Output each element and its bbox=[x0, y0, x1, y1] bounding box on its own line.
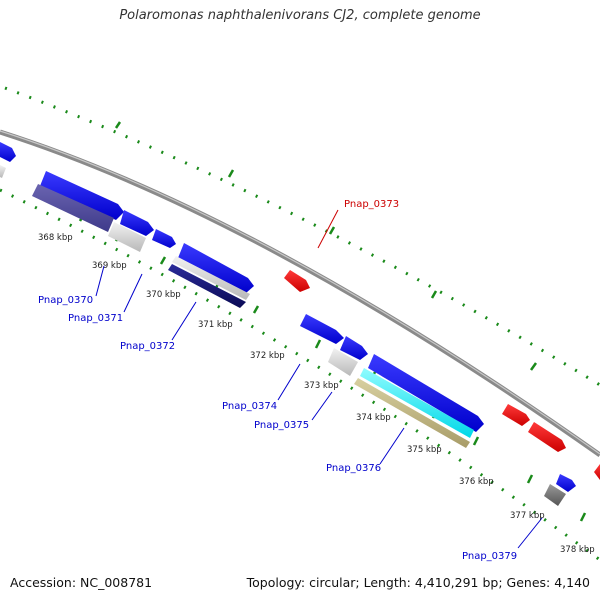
genome-backbone bbox=[0, 129, 600, 458]
scale-label: 372 kbp bbox=[250, 351, 285, 361]
scale-label: 373 kbp bbox=[304, 381, 339, 391]
gene-arrow[interactable] bbox=[594, 464, 600, 480]
genome-summary: Topology: circular; Length: 4,410,291 bp… bbox=[246, 575, 590, 590]
gene-arrow[interactable] bbox=[300, 314, 344, 344]
gene-label-pnap-0379[interactable]: Pnap_0379 bbox=[462, 551, 517, 562]
gene-label-pnap-0370[interactable]: Pnap_0370 bbox=[38, 295, 93, 306]
gene-arrow[interactable] bbox=[340, 336, 368, 360]
reverse-gene-features bbox=[284, 270, 600, 480]
scale-labels: 368 kbp 369 kbp 370 kbp 371 kbp 372 kbp … bbox=[38, 233, 595, 555]
gene-label-pnap-0372[interactable]: Pnap_0372 bbox=[120, 341, 175, 352]
gene-label-pnap-0373[interactable]: Pnap_0373 bbox=[344, 199, 399, 210]
scale-label: 375 kbp bbox=[407, 445, 442, 455]
scale-label: 371 kbp bbox=[198, 320, 233, 330]
scale-label: 374 kbp bbox=[356, 413, 391, 423]
gene-arrow[interactable] bbox=[178, 243, 254, 293]
scale-label: 369 kbp bbox=[92, 261, 127, 271]
callout-lines bbox=[95, 209, 543, 549]
gene-arrow[interactable] bbox=[556, 474, 576, 492]
gene-features bbox=[0, 142, 576, 492]
gene-arrow[interactable] bbox=[0, 165, 6, 178]
scale-label: 370 kbp bbox=[146, 290, 181, 300]
scale-label: 376 kbp bbox=[459, 477, 494, 487]
gene-arrow[interactable] bbox=[40, 171, 124, 220]
gene-labels: Pnap_0370 Pnap_0371 Pnap_0372 Pnap_0373 … bbox=[38, 199, 517, 562]
gene-arrow[interactable] bbox=[0, 142, 16, 162]
gene-arrow[interactable] bbox=[368, 354, 484, 432]
outer-major-ticks bbox=[114, 121, 538, 371]
scale-label: 368 kbp bbox=[38, 233, 73, 243]
accession-label: Accession: NC_008781 bbox=[10, 575, 153, 590]
gene-label-pnap-0374[interactable]: Pnap_0374 bbox=[222, 401, 277, 412]
gene-arrow[interactable] bbox=[502, 404, 530, 426]
gene-arrow[interactable] bbox=[120, 210, 154, 236]
outer-tick-ring bbox=[4, 86, 600, 387]
gene-arrow[interactable] bbox=[528, 422, 566, 452]
gene-label-pnap-0371[interactable]: Pnap_0371 bbox=[68, 313, 123, 324]
inner-scale-ring bbox=[0, 188, 600, 562]
gene-arrow[interactable] bbox=[152, 229, 176, 248]
gene-label-pnap-0375[interactable]: Pnap_0375 bbox=[254, 420, 309, 431]
scale-label: 378 kbp bbox=[560, 545, 595, 555]
inner-major-ticks bbox=[78, 213, 587, 522]
secondary-tracks bbox=[32, 184, 566, 506]
map-title: Polaromonas naphthalenivorans CJ2, compl… bbox=[119, 8, 481, 23]
scale-label: 377 kbp bbox=[510, 511, 545, 521]
gene-label-pnap-0376[interactable]: Pnap_0376 bbox=[326, 463, 381, 474]
gene-arrow-pnap-0373[interactable] bbox=[284, 270, 310, 292]
